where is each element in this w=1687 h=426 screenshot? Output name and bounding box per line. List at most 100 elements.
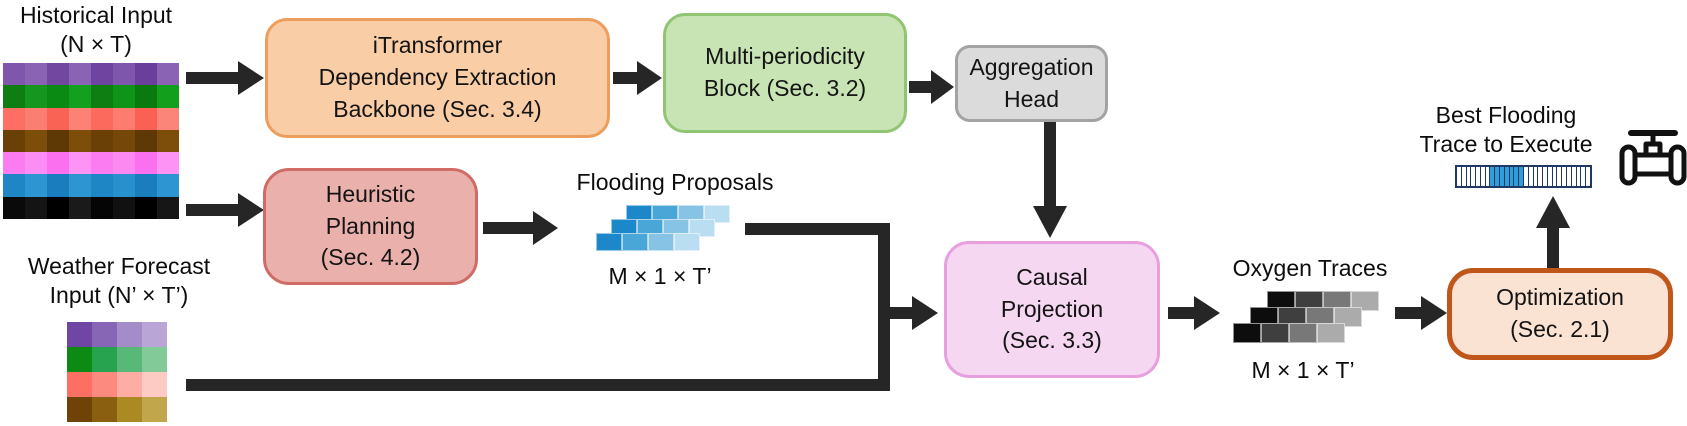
grid-cell [113, 85, 135, 108]
stack-cell [1351, 291, 1379, 311]
grid-cell [69, 174, 91, 197]
grid-cell [142, 397, 167, 422]
grid-cell [47, 107, 69, 130]
node-label: Projection [1000, 295, 1104, 322]
grid-cell [25, 85, 47, 108]
flooding-proposals-dims: M × 1 × T’ [608, 263, 712, 289]
arrow-historical-to-itransformer [186, 61, 264, 95]
optimization-node: Optimization (Sec. 2.1) [1447, 268, 1673, 360]
grid-cell [25, 63, 47, 86]
grid-cell [92, 322, 117, 347]
grid-cell [69, 129, 91, 153]
grid-cell [157, 174, 179, 197]
grid-cell [92, 347, 117, 372]
grid-cell [113, 196, 135, 219]
stack-cell [1261, 323, 1289, 343]
trace-stripe [1532, 167, 1538, 186]
grid-cell [69, 152, 91, 175]
grid-cell [67, 347, 92, 372]
grid-cell [47, 174, 69, 197]
aggregation-head-node: Aggregation Head [955, 45, 1108, 122]
stack-cell [1317, 323, 1345, 343]
grid-cell [157, 129, 179, 153]
arrow-historical-to-heuristic [186, 193, 264, 227]
node-label: (Sec. 4.2) [320, 244, 421, 271]
oxygen-traces-stack [1233, 291, 1379, 346]
oxygen-traces-label: Oxygen Traces [1232, 255, 1388, 281]
grid-cell [3, 196, 25, 219]
trace-stripe [1508, 167, 1514, 186]
node-label: Backbone (Sec. 3.4) [333, 95, 542, 122]
grid-cell [3, 63, 25, 86]
itransformer-backbone-node: iTransformer Dependency Extraction Backb… [265, 18, 610, 138]
trace-stripe [1527, 167, 1533, 186]
node-label: Head [1004, 85, 1059, 112]
historical-input-grid [3, 63, 179, 219]
trace-stripe [1499, 167, 1504, 186]
grid-cell [47, 129, 69, 153]
grid-cell [91, 196, 113, 219]
stack-cell [704, 205, 730, 223]
historical-input-title: Historical Input [19, 2, 173, 28]
trace-stripe [1484, 167, 1490, 186]
best-trace-title: Best Flooding [1435, 102, 1577, 128]
node-label: (Sec. 3.3) [1002, 327, 1102, 354]
flooding-trace-bar [1455, 165, 1592, 188]
grid-cell [113, 174, 135, 197]
stack-row [626, 205, 730, 223]
grid-cell [135, 196, 157, 219]
valve-icon [1619, 130, 1687, 186]
grid-cell [135, 152, 157, 175]
trace-stripe [1518, 167, 1523, 186]
grid-cell [47, 152, 69, 175]
arrow-oxygen-to-optimization [1395, 296, 1447, 330]
flooding-proposals-stack [596, 205, 731, 252]
trace-stripe [1585, 167, 1590, 186]
grid-cell [3, 174, 25, 197]
trace-stripe [1551, 167, 1557, 186]
trace-stripe [1470, 167, 1476, 186]
weather-input-dims: Input (N’ × T’) [49, 282, 189, 309]
trace-stripe [1479, 167, 1485, 186]
flooding-proposals-label: Flooding Proposals [576, 169, 774, 195]
trace-stripe [1494, 167, 1500, 186]
multi-periodicity-block-node: Multi-periodicity Block (Sec. 3.2) [663, 13, 907, 133]
grid-cell [142, 372, 167, 397]
historical-input-dims: (N × T) [60, 31, 132, 58]
grid-cell [91, 174, 113, 197]
stack-row [1233, 323, 1345, 343]
grid-cell [47, 196, 69, 219]
line-junction-vertical [878, 223, 890, 391]
grid-cell [67, 397, 92, 422]
grid-cell [113, 63, 135, 86]
arrow-optimization-to-trace [1536, 196, 1570, 270]
causal-projection-node: Causal Projection (Sec. 3.3) [944, 241, 1160, 378]
grid-cell [69, 85, 91, 108]
trace-stripe [1542, 167, 1547, 186]
grid-cell [25, 129, 47, 153]
grid-cell [25, 107, 47, 130]
trace-stripe [1475, 167, 1480, 186]
grid-cell [135, 85, 157, 108]
grid-cell [92, 397, 117, 422]
arrow-heuristic-to-flooding [483, 211, 558, 245]
trace-stripe [1570, 167, 1576, 186]
grid-cell [47, 63, 69, 86]
trace-stripe [1465, 167, 1471, 186]
node-label: Dependency Extraction [318, 64, 557, 91]
stack-row [611, 219, 715, 237]
trace-stripe [1513, 167, 1519, 186]
grid-cell [113, 152, 135, 175]
trace-stripe [1575, 167, 1581, 186]
node-label: Multi-periodicity [705, 43, 865, 70]
node-label: iTransformer [372, 32, 503, 59]
trace-stripe [1489, 167, 1495, 186]
grid-cell [3, 129, 25, 153]
grid-cell [117, 397, 142, 422]
node-label: Aggregation [969, 53, 1094, 80]
line-flooding-to-junction [745, 223, 890, 235]
oxygen-traces-dims: M × 1 × T’ [1251, 357, 1355, 383]
arrow-junction-to-causal [886, 296, 938, 330]
